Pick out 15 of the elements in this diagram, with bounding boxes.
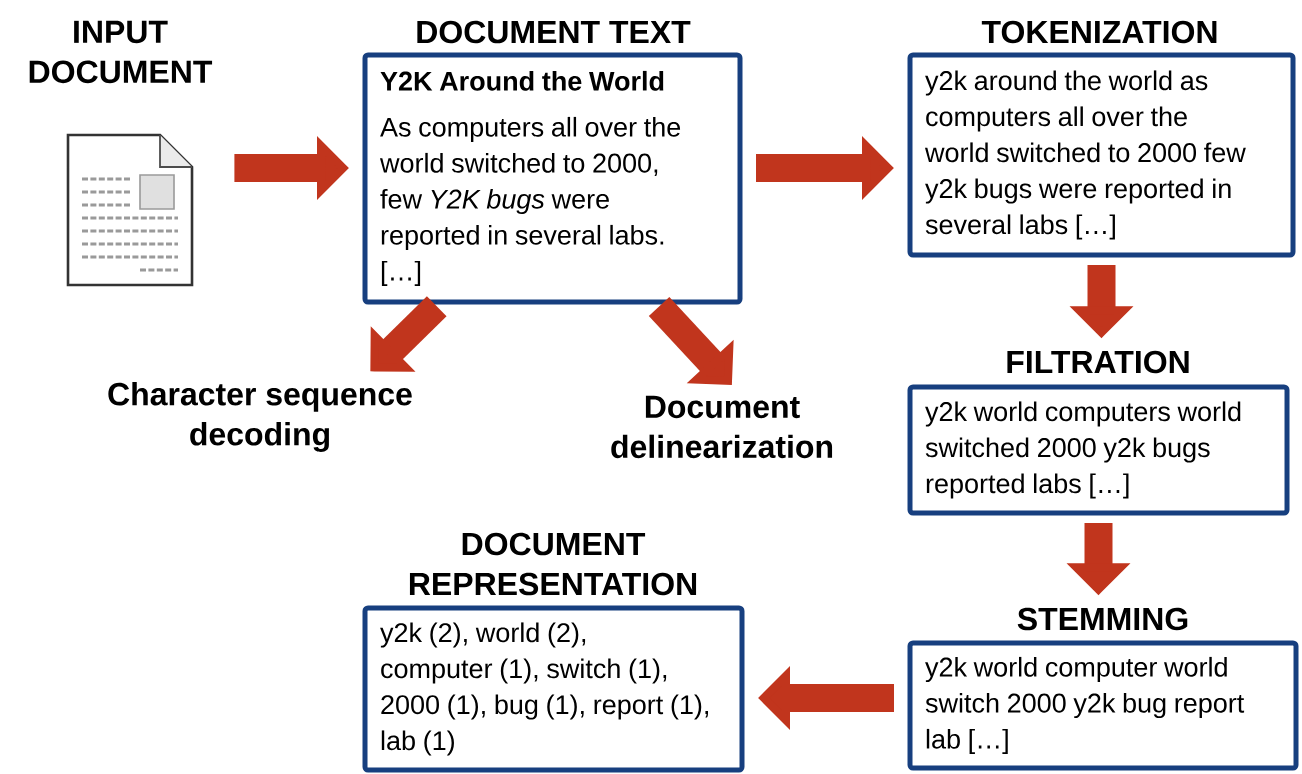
heading: TOKENIZATION [981,20,1217,44]
heading: STEMMING [1017,607,1188,631]
text-box: y2k around the world as computers all over the world switched to 2000 few y2k bugs were reported in several labs […] [907,52,1296,258]
text-box: y2k world computer world switch 2000 y2k bug report lab […] [907,640,1299,771]
process-label: Document delinearization [611,395,833,459]
text-box: y2k (2), world (2), computer (1), switch (1), 2000 (1), bug (1), report (1), lab (1) [362,605,745,773]
heading: DOCUMENT TEXT [417,20,691,44]
process-label: Character sequence decoding [108,382,412,452]
text-box: Y2K Around the World As computers all over the world switched to 2000, few Y2K bugs were reported in several labs. […] [362,52,743,305]
block-arrow [648,296,734,385]
text-box: y2k world computers world switched 2000 y2k bugs reported labs […] [907,384,1290,516]
heading: FILTRATION [1007,350,1189,374]
heading: DOCUMENT REPRESENTATION [409,532,697,596]
heading: INPUT DOCUMENT [29,20,213,84]
block-arrow [370,296,447,372]
